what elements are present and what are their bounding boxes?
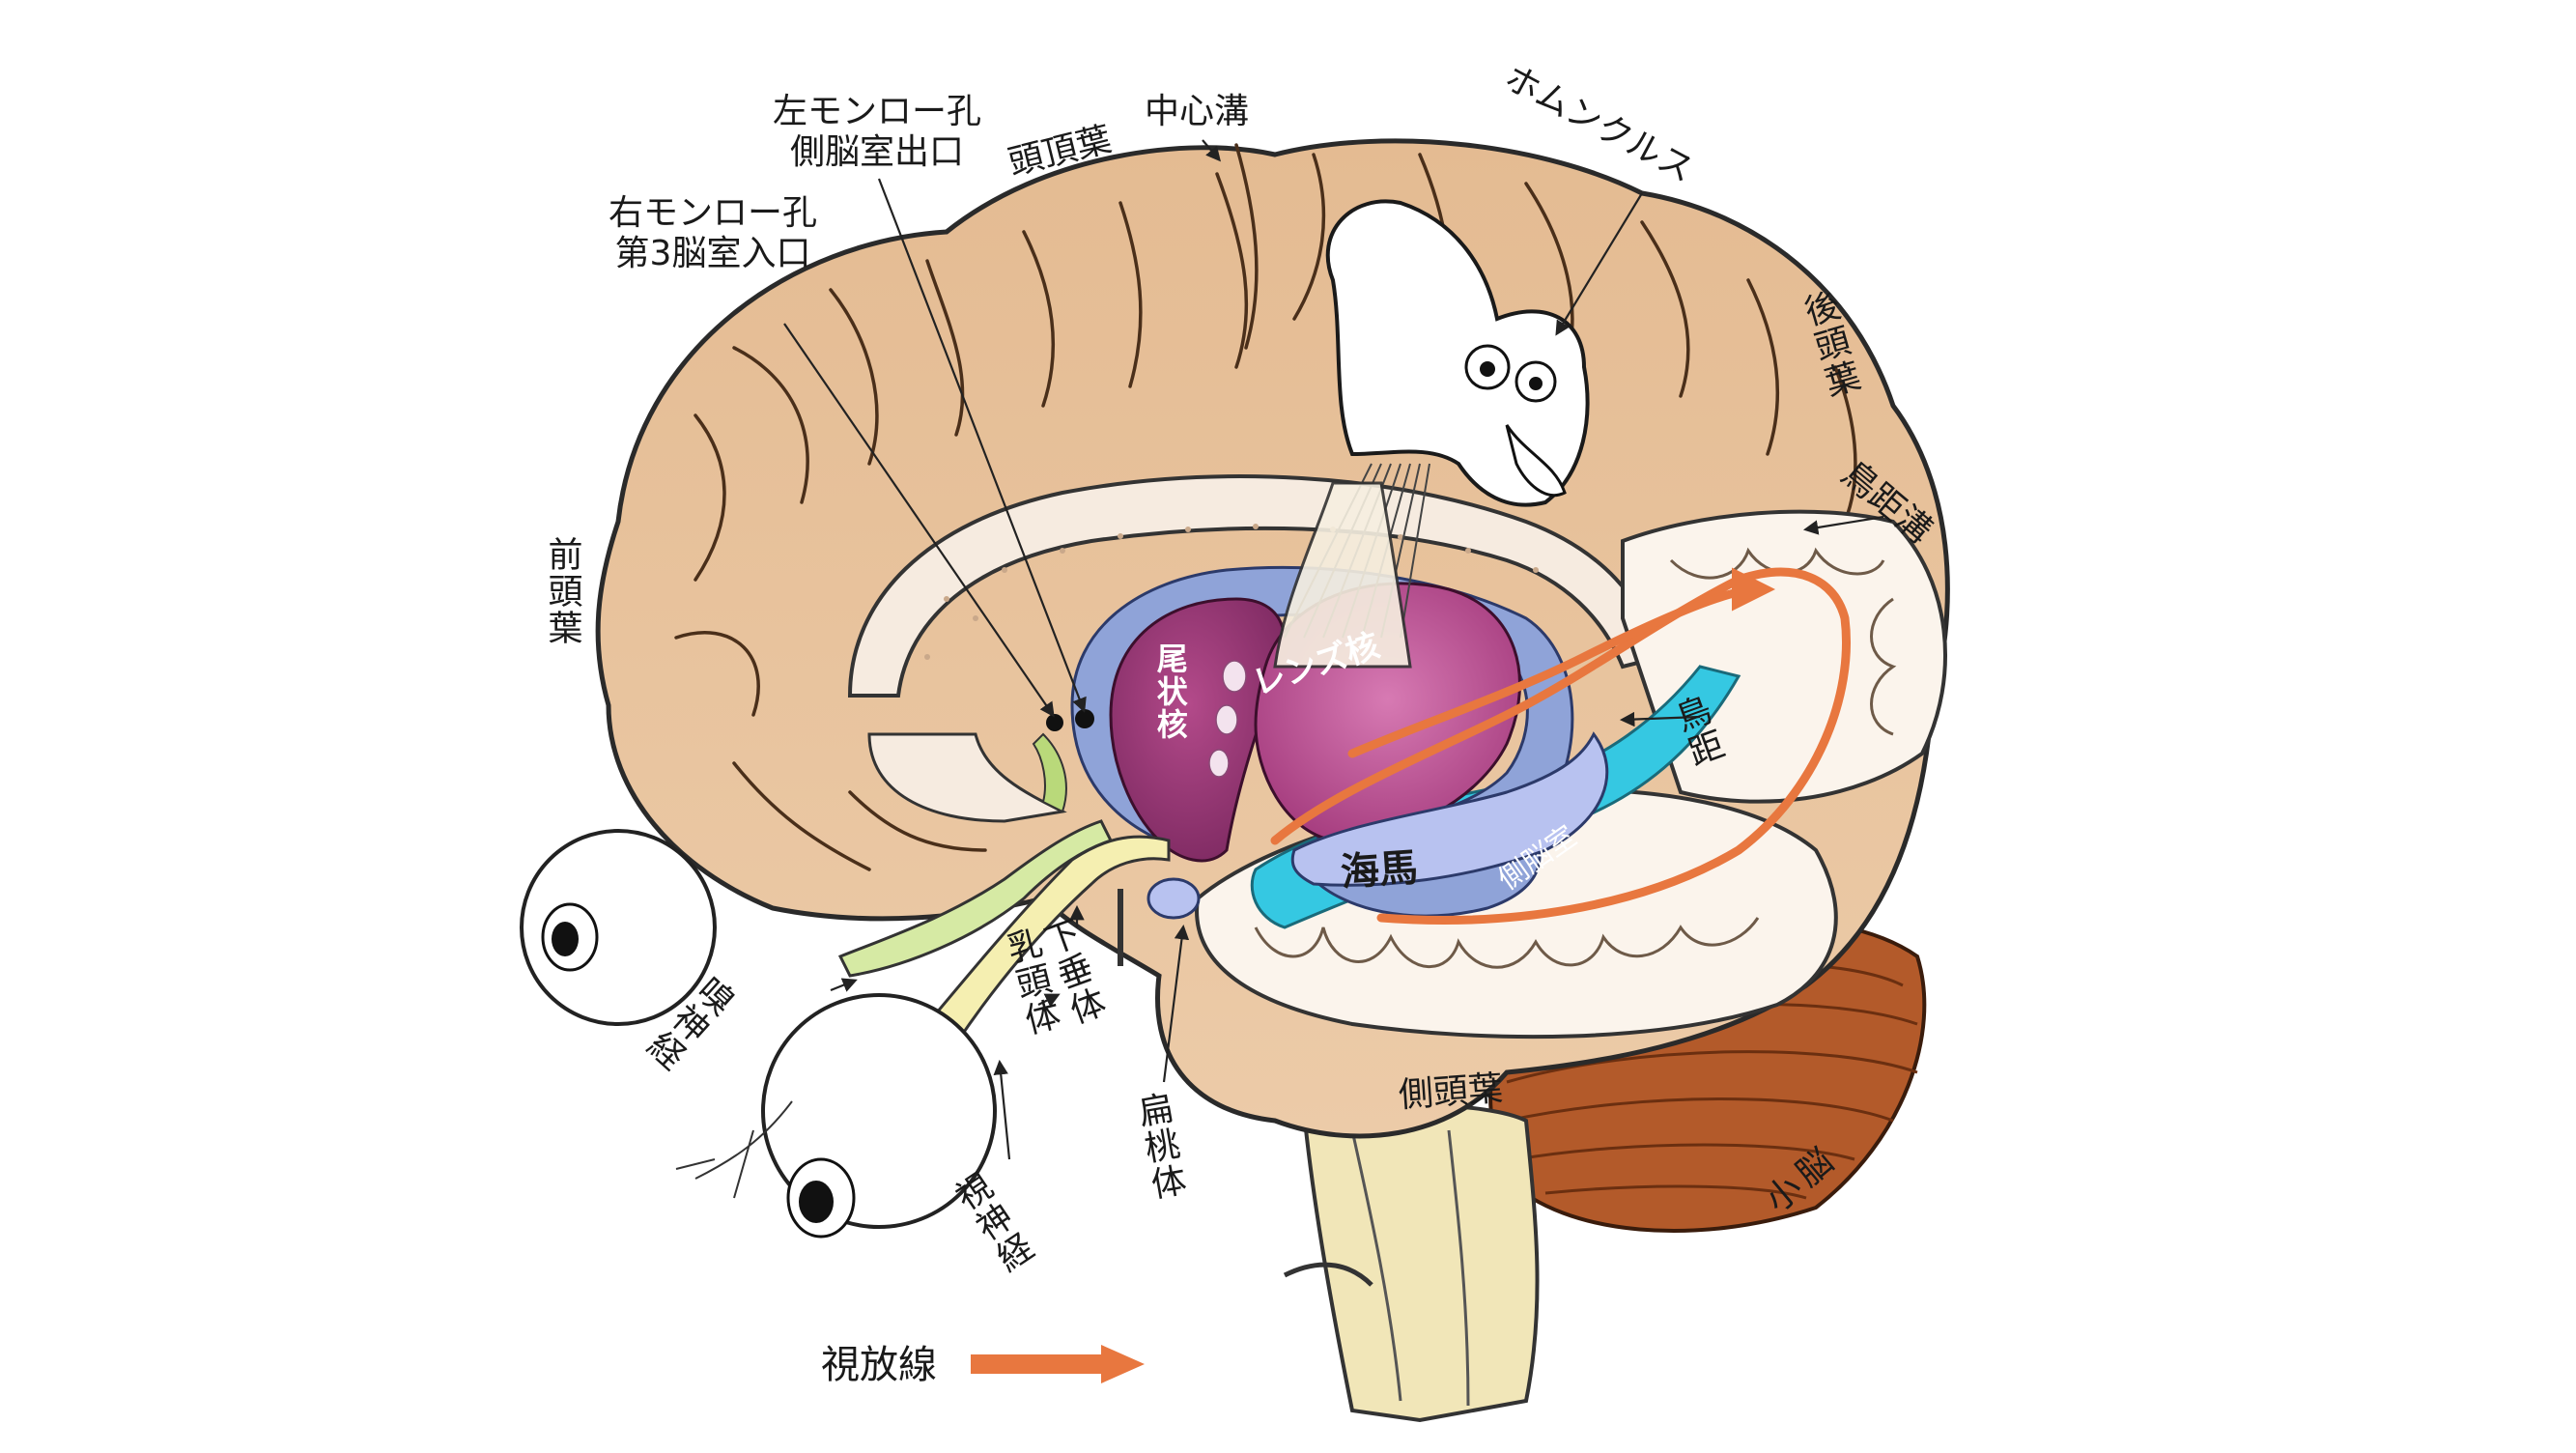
- label-right-monro-line1: 右モンロー孔: [609, 193, 818, 233]
- label-frontal-lobe: 前頭葉: [542, 536, 582, 646]
- label-left-monro-line1: 左モンロー孔: [773, 92, 982, 131]
- brainstem-shape: [1283, 1102, 1540, 1423]
- leader-lines: [783, 139, 1884, 1160]
- eye-upper: [520, 829, 717, 1026]
- optic-radiation-path: [1270, 567, 1851, 925]
- optic-radiation-legend-bar: [971, 1354, 1106, 1374]
- anterior-region-shape: [1032, 732, 1067, 813]
- optic-radiation-legend-head: [1101, 1345, 1145, 1383]
- label-optic-radiation: 視放線: [821, 1343, 937, 1387]
- homunculus-figure: [1273, 199, 1590, 669]
- eye-lower: [761, 993, 997, 1239]
- label-left-monro: 左モンロー孔 側脳室出口: [773, 92, 981, 174]
- olfactory-branches: [675, 1100, 793, 1199]
- label-right-monro: 右モンロー孔 第3脳室入口: [609, 193, 817, 275]
- label-central-sulcus: 中心溝: [1145, 92, 1250, 131]
- hippocampus-shape: [1290, 731, 1609, 887]
- label-right-monro-line2: 第3脳室入口: [614, 234, 811, 274]
- monro-foramen-right: [1046, 714, 1063, 731]
- label-hippocampus: 海馬: [1339, 845, 1420, 896]
- amygdala-shape: [1146, 877, 1201, 920]
- nerve-shapes: [837, 819, 1171, 1046]
- monro-foramen-left: [1075, 709, 1094, 728]
- label-left-monro-line2: 側脳室出口: [790, 132, 965, 173]
- label-caudate-nucleus: 尾状核: [1151, 642, 1189, 741]
- label-temporal-lobe: 側頭葉: [1397, 1068, 1505, 1116]
- caudate-bridges: [1208, 660, 1247, 778]
